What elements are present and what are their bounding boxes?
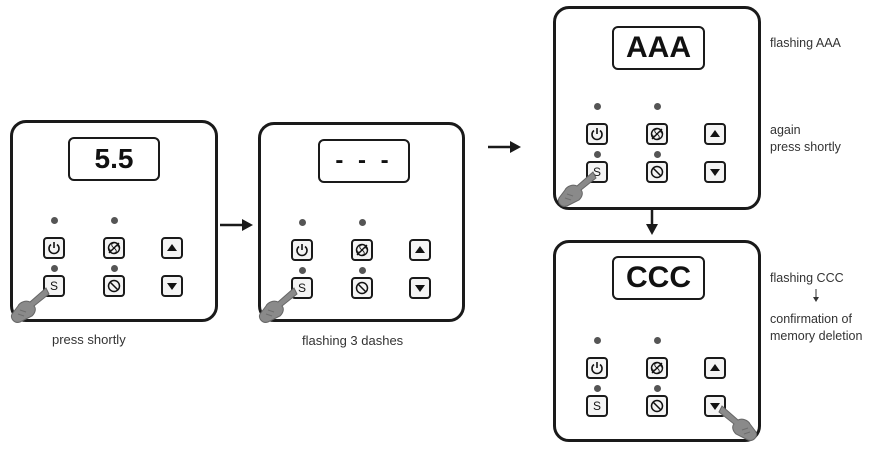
down-button[interactable] xyxy=(409,277,431,299)
pointing-hand-icon xyxy=(6,282,50,331)
triangle-down-icon xyxy=(164,278,180,294)
s-button-label: S xyxy=(592,399,601,413)
indicator-led xyxy=(594,385,601,392)
triangle-up-icon xyxy=(164,240,180,256)
indicator-led xyxy=(654,103,661,110)
arrow-right-1 xyxy=(220,219,253,231)
display-screen: 5.5 xyxy=(68,137,160,181)
indicator-led xyxy=(359,267,366,274)
display-screen: AAA xyxy=(612,26,705,70)
caption-flashing-dashes: flashing 3 dashes xyxy=(302,333,404,348)
circle-slash-icon xyxy=(354,280,370,296)
triangle-up-icon xyxy=(412,242,428,258)
indicator-led xyxy=(594,151,601,158)
fan-button[interactable] xyxy=(646,357,668,379)
indicator-led xyxy=(299,267,306,274)
cancel-button[interactable] xyxy=(351,277,373,299)
up-button[interactable] xyxy=(704,123,726,145)
down-button[interactable] xyxy=(161,275,183,297)
indicator-led xyxy=(594,103,601,110)
indicator-led xyxy=(654,385,661,392)
down-button[interactable] xyxy=(704,161,726,183)
display-screen: - - - xyxy=(318,139,410,183)
fan-button[interactable] xyxy=(103,237,125,259)
triangle-down-icon xyxy=(412,280,428,296)
up-button[interactable] xyxy=(704,357,726,379)
fan-button[interactable] xyxy=(646,123,668,145)
arrow-down xyxy=(646,210,658,235)
note-memory-deletion: memory deletion xyxy=(770,329,863,343)
s-button-label: S xyxy=(49,279,58,293)
fan-slash-icon xyxy=(354,242,370,258)
pointing-hand-icon xyxy=(254,282,298,331)
indicator-led xyxy=(111,217,118,224)
arrow-right-2 xyxy=(488,141,521,153)
cancel-button[interactable] xyxy=(646,161,668,183)
fan-slash-icon xyxy=(649,126,665,142)
circle-slash-icon xyxy=(649,164,665,180)
cancel-button[interactable] xyxy=(646,395,668,417)
indicator-led xyxy=(654,337,661,344)
note-press-shortly: press shortly xyxy=(770,140,841,154)
power-icon xyxy=(46,240,62,256)
note-again: again xyxy=(770,123,801,137)
note-flashing-ccc: flashing CCC xyxy=(770,271,844,285)
power-icon xyxy=(589,360,605,376)
triangle-down-icon xyxy=(707,398,723,414)
s-button[interactable]: S xyxy=(43,275,65,297)
indicator-led xyxy=(51,265,58,272)
note-flashing-aaa: flashing AAA xyxy=(770,36,841,50)
circle-slash-icon xyxy=(106,278,122,294)
caption-press-shortly: press shortly xyxy=(52,332,126,347)
s-button[interactable]: S xyxy=(586,395,608,417)
note-small-down-arrow xyxy=(813,289,819,302)
power-icon xyxy=(294,242,310,258)
indicator-led xyxy=(594,337,601,344)
triangle-up-icon xyxy=(707,360,723,376)
up-button[interactable] xyxy=(161,237,183,259)
power-button[interactable] xyxy=(43,237,65,259)
s-button-label: S xyxy=(592,165,601,179)
pointing-hand-icon xyxy=(553,166,597,215)
s-button-label: S xyxy=(297,281,306,295)
fan-button[interactable] xyxy=(351,239,373,261)
triangle-up-icon xyxy=(707,126,723,142)
power-button[interactable] xyxy=(586,123,608,145)
indicator-led xyxy=(654,151,661,158)
indicator-led xyxy=(299,219,306,226)
triangle-down-icon xyxy=(707,164,723,180)
note-confirmation: confirmation of xyxy=(770,312,852,326)
power-button[interactable] xyxy=(291,239,313,261)
cancel-button[interactable] xyxy=(103,275,125,297)
indicator-led xyxy=(111,265,118,272)
up-button[interactable] xyxy=(409,239,431,261)
fan-slash-icon xyxy=(106,240,122,256)
pointing-hand-icon xyxy=(718,400,762,449)
circle-slash-icon xyxy=(649,398,665,414)
power-icon xyxy=(589,126,605,142)
indicator-led xyxy=(359,219,366,226)
indicator-led xyxy=(51,217,58,224)
display-screen: CCC xyxy=(612,256,705,300)
fan-slash-icon xyxy=(649,360,665,376)
power-button[interactable] xyxy=(586,357,608,379)
